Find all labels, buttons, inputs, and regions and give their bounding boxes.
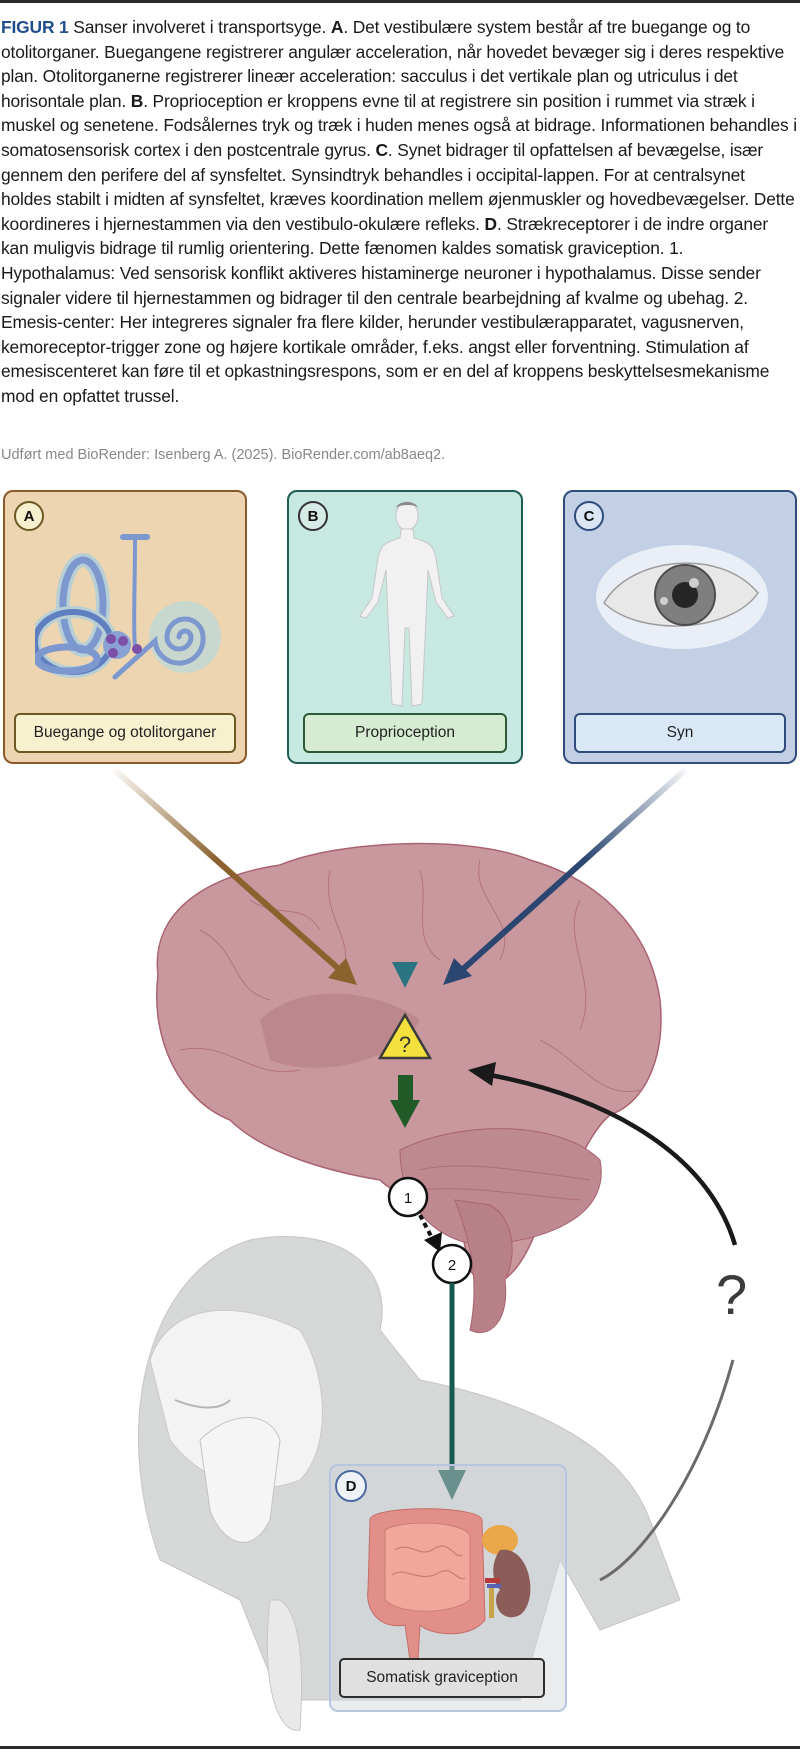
pathway-diagram: ? 1 2 (function(){var cx=405,cy=1042,n= — [113, 767, 738, 1731]
arrow-a-head — [328, 958, 357, 985]
caption-text-d: . Strækreceptorer i de indre organer kan… — [1, 213, 770, 406]
panel-c-badge: C — [574, 501, 604, 531]
caption-marker-d: D — [484, 213, 498, 234]
figure-caption: FIGUR 1 Sanser involveret i transportsyg… — [1, 15, 797, 409]
panel-a: A Buegange og otolitorganer — [3, 490, 247, 764]
arrow-c-head — [443, 958, 472, 985]
inner-ear-icon — [35, 534, 221, 680]
arrow-to-hypothalamus — [398, 1075, 413, 1103]
panel-d-badge: D — [335, 1470, 367, 1502]
warning-question-mark: ? — [399, 1032, 411, 1057]
panel-c-label: Syn — [574, 713, 786, 753]
arrow-b-head — [392, 962, 418, 988]
caption-marker-a: A — [330, 17, 344, 37]
caption-marker-c: C — [375, 139, 388, 160]
figure-credit: Udført med BioRender: Isenberg A. (2025)… — [1, 447, 446, 463]
panel-d — [329, 1464, 567, 1712]
caption-text-a: . Det vestibulære system består af tre b… — [1, 17, 785, 111]
arrow-c-to-center — [459, 767, 688, 973]
figure-title: Sanser involveret i transportsyge. — [73, 17, 327, 37]
dashed-arrow-head — [424, 1232, 442, 1252]
unknown-pathway-question-mark: ? — [716, 1263, 748, 1326]
step-2-label: 2 — [448, 1257, 456, 1274]
caption-text-b: . Proprioception er kroppens evne til at… — [1, 90, 797, 160]
panel-b: B Proprioception — [287, 490, 523, 764]
step-2-emesis-center: 2 — [431, 1243, 473, 1285]
brain-illustration — [156, 842, 662, 1333]
dashed-arrow-1-to-2 — [418, 1214, 434, 1239]
caption-marker-b: B — [130, 90, 144, 111]
top-rule — [0, 0, 800, 3]
arrow-to-organs-head — [438, 1470, 466, 1500]
panel-c: C Syn — [563, 490, 797, 764]
feedback-arrow — [489, 1072, 738, 1246]
feedback-arrow-head — [468, 1062, 496, 1086]
sensory-conflict-burst: ? — [377, 1012, 433, 1060]
panel-a-badge: A — [14, 501, 44, 531]
abdominal-organs-icon — [367, 1508, 531, 1661]
uncertain-path-line — [599, 1359, 735, 1582]
panel-a-label: Buegange og otolitorganer — [14, 713, 236, 753]
bottom-rule — [0, 1746, 800, 1749]
arrow-to-hypothalamus-head — [390, 1100, 420, 1128]
panel-b-label: Proprioception — [303, 713, 507, 753]
step-1-label: 1 — [404, 1190, 412, 1207]
step-1-hypothalamus: 1 — [387, 1176, 429, 1218]
arrow-a-to-center — [113, 767, 342, 973]
nauseous-person-illustration — [137, 1236, 681, 1731]
caption-text-c: . Synet bidrager til opfattelsen af bevæ… — [1, 139, 795, 234]
eye-icon — [596, 545, 768, 649]
human-body-icon — [359, 501, 455, 707]
figure-label: FIGUR 1 — [1, 17, 69, 37]
panel-d-label: Somatisk graviception — [339, 1658, 545, 1698]
panel-b-badge: B — [298, 501, 328, 531]
